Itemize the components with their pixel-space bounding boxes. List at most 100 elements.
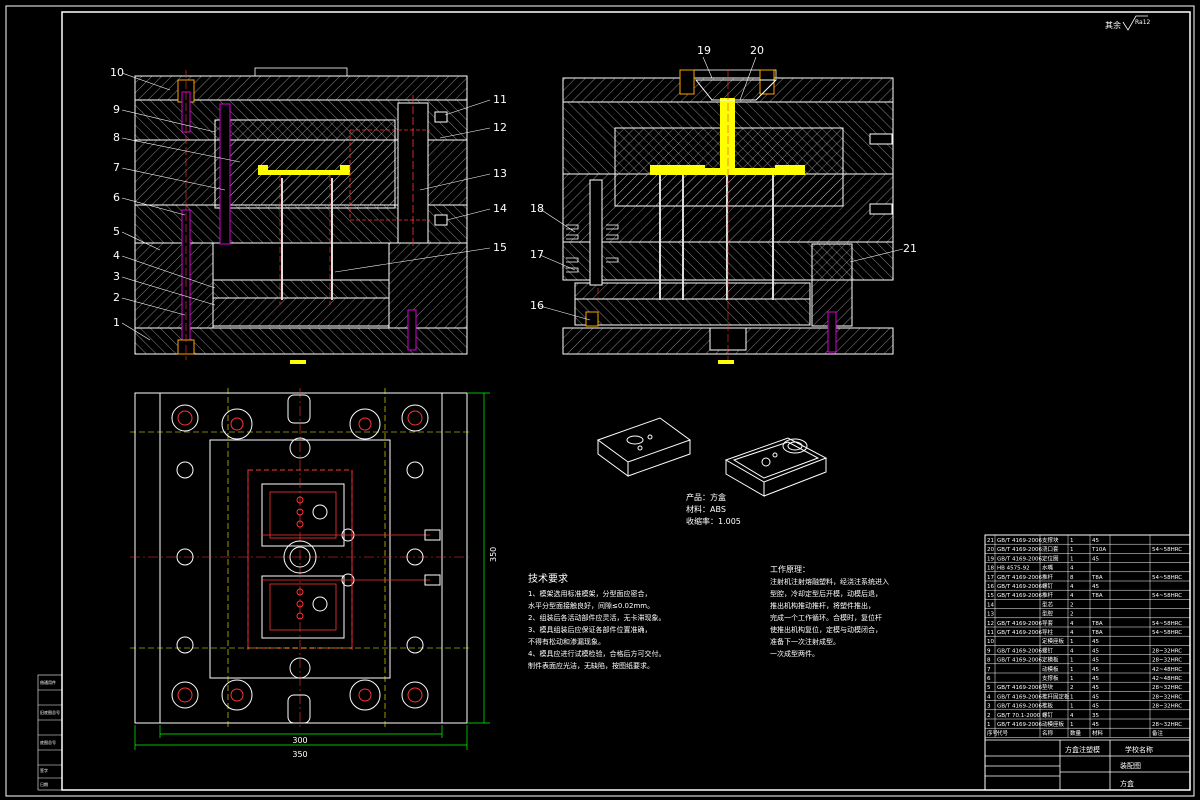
bom-cell: 1 <box>1070 667 1074 673</box>
svg-text:1、模架选用标准模架，分型面应密合，: 1、模架选用标准模架，分型面应密合， <box>528 589 651 598</box>
callout-14: 14 <box>493 202 507 215</box>
bom-cell: 1 <box>1070 538 1074 544</box>
svg-text:签字: 签字 <box>40 767 48 773</box>
callout-16: 16 <box>530 299 544 312</box>
title-drawing-name: 方盒注塑模 <box>1065 745 1100 754</box>
bom-cell: 数量 <box>1070 729 1082 737</box>
tech-requirements: 技术要求 1、模架选用标准模架，分型面应密合， 水平分型面接触良好，间隙≤0.0… <box>528 572 665 670</box>
bom-cell: 15 <box>987 593 994 599</box>
bom-cell: 54~58HRC <box>1152 547 1182 553</box>
product-material: 材料：ABS <box>686 504 726 514</box>
bom-cell: 45 <box>1092 538 1099 544</box>
callout-6: 6 <box>113 191 120 204</box>
bom-cell: 6 <box>987 676 991 682</box>
bom-cell: 型腔 <box>1042 610 1054 618</box>
left-callouts: 1 2 3 4 5 6 7 8 9 10 11 12 13 14 15 <box>110 66 507 341</box>
bom-cell: 17 <box>987 575 994 581</box>
callout-11: 11 <box>493 93 507 106</box>
svg-text:注射机注射熔融塑料，经浇注系统进入: 注射机注射熔融塑料，经浇注系统进入 <box>770 577 889 586</box>
svg-text:底图总号: 底图总号 <box>40 739 56 745</box>
bom-cell: 4 <box>1070 584 1074 590</box>
bom-cell: 1 <box>1070 639 1074 645</box>
principle-title: 工作原理： <box>770 564 810 574</box>
bom-cell: 45 <box>1092 722 1099 728</box>
bom-cell: 4 <box>1070 593 1074 599</box>
bom-cell: GB/T 4169-2006 <box>997 547 1042 553</box>
bom-cell: GB/T 4169-2006 <box>997 630 1042 636</box>
bom-cell: T8A <box>1091 593 1103 599</box>
bom-cell: 45 <box>1092 667 1099 673</box>
bom-cell: 7 <box>987 667 991 673</box>
bom-cell: 2 <box>987 713 991 719</box>
bom-cell: 水嘴 <box>1042 564 1054 572</box>
bom-cell: 定模板 <box>1042 656 1059 664</box>
bom-cell: 1 <box>1070 694 1074 700</box>
bom-cell: 45 <box>1092 685 1099 691</box>
bom-cell: GB/T 4169-2006 <box>997 575 1042 581</box>
svg-text:借通用件: 借通用件 <box>40 679 56 685</box>
bom-cell: 54~58HRC <box>1152 621 1182 627</box>
bom-cell: T10A <box>1091 547 1106 553</box>
bom-cell: T8A <box>1091 575 1103 581</box>
bom-cell: 动模座板 <box>1042 720 1065 728</box>
svg-text:水平分型面接触良好，间隙≤0.02mm。: 水平分型面接触良好，间隙≤0.02mm。 <box>528 601 654 610</box>
callout-1: 1 <box>113 316 120 329</box>
dim-inner-width: 300 <box>292 736 307 745</box>
bom-cell: 推杆固定板 <box>1042 692 1070 700</box>
bom-cell: 4 <box>1070 630 1074 636</box>
bom-cell: 45 <box>1092 694 1099 700</box>
bom-cell: 导套 <box>1042 619 1054 627</box>
bom-cell: 支撑板 <box>1042 674 1059 682</box>
bom-cell: 28~32HRC <box>1152 704 1182 710</box>
bom-cell: GB/T 4169-2006 <box>997 538 1042 544</box>
svg-text:准备下一次注射成型。: 准备下一次注射成型。 <box>770 637 840 646</box>
bom-cell: 1 <box>987 722 991 728</box>
callout-2: 2 <box>113 291 120 304</box>
bom-cell: 定位圈 <box>1042 554 1059 562</box>
title-block <box>984 739 1191 791</box>
svg-text:制件表面应光洁，无缺陷，按图纸要求。: 制件表面应光洁，无缺陷，按图纸要求。 <box>528 661 654 670</box>
bom-cell: 名称 <box>1042 729 1054 737</box>
tech-title: 技术要求 <box>528 572 568 585</box>
svg-text:不得有松动和渗漏现象。: 不得有松动和渗漏现象。 <box>528 637 605 646</box>
roughness-symbol: 其余 Ra12 <box>1105 15 1151 31</box>
callout-18: 18 <box>530 202 544 215</box>
bom-cell: 45 <box>1092 704 1099 710</box>
bom-cell: GB/T 4169-2006 <box>997 685 1042 691</box>
bom-cell: 28~32HRC <box>1152 685 1182 691</box>
callout-21: 21 <box>903 242 917 255</box>
bom-cell: 10 <box>987 639 994 645</box>
bom-cell: 3 <box>987 704 991 710</box>
callout-15: 15 <box>493 241 507 254</box>
svg-text:推出机构推动推杆，将塑件推出，: 推出机构推动推杆，将塑件推出， <box>770 601 875 610</box>
bom-cell: 动模板 <box>1042 665 1059 673</box>
bom-cell: T8A <box>1091 630 1103 636</box>
bom-cell: 42~48HRC <box>1152 676 1182 682</box>
inner-border <box>61 11 1191 791</box>
callout-5: 5 <box>113 225 120 238</box>
product-shrinkage: 收缩率：1.005 <box>686 516 741 526</box>
bom-cell: 4 <box>1070 566 1074 572</box>
bom-cell: 45 <box>1092 639 1099 645</box>
bom-cell: 4 <box>1070 713 1074 719</box>
bom-cell: 2 <box>1070 612 1074 618</box>
callout-19: 19 <box>697 44 711 57</box>
bom-cell: 45 <box>1092 658 1099 664</box>
roughness-value: Ra12 <box>1135 19 1151 26</box>
bom-cell: 45 <box>1092 556 1099 562</box>
plan-view <box>130 388 472 728</box>
svg-text:3、模具组装后应保证各部件位置准确，: 3、模具组装后应保证各部件位置准确， <box>528 625 651 634</box>
bom-cell: 54~58HRC <box>1152 593 1182 599</box>
bom-cell: GB/T 70.1-2000 <box>997 713 1041 719</box>
right-section-view <box>562 69 894 364</box>
bom-cell: 28~32HRC <box>1152 648 1182 654</box>
bom-cell: 1 <box>1070 676 1074 682</box>
bom-cell: 材料 <box>1092 729 1104 737</box>
svg-text:4、模具应进行试模检验，合格后方可交付。: 4、模具应进行试模检验，合格后方可交付。 <box>528 649 665 658</box>
bom-cell: 1 <box>1070 704 1074 710</box>
bom-cell: GB/T 4169-2006 <box>997 621 1042 627</box>
bom-cell: 20 <box>987 547 994 553</box>
callout-3: 3 <box>113 270 120 283</box>
callout-17: 17 <box>530 248 544 261</box>
bom-cell: 备注 <box>1152 729 1164 737</box>
